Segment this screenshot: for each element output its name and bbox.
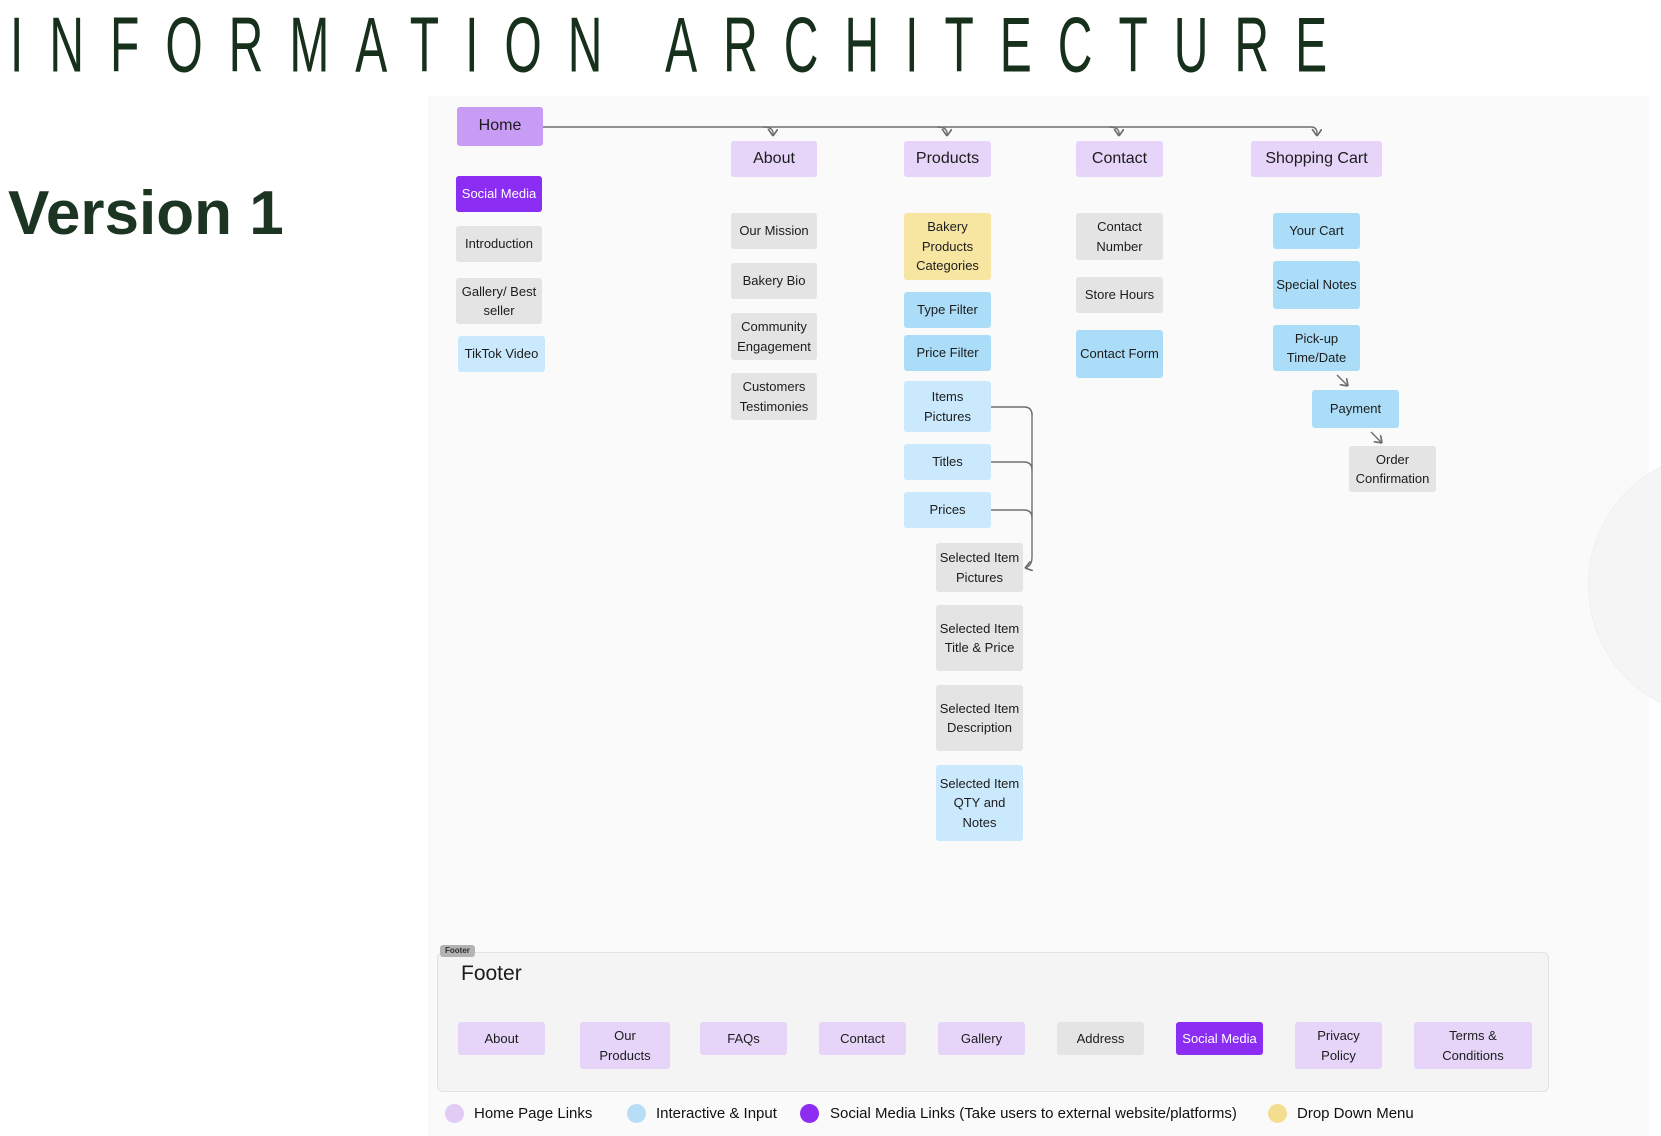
node-selected-item-pictures[interactable]: Selected Item Pictures bbox=[936, 543, 1023, 592]
footer-frame-tag[interactable]: Footer bbox=[440, 945, 475, 957]
node-contact[interactable]: Contact bbox=[1076, 141, 1163, 177]
footer-item-faqs[interactable]: FAQs bbox=[700, 1022, 787, 1055]
node-community-engagement[interactable]: Community Engagement bbox=[731, 313, 817, 360]
footer-item-address[interactable]: Address bbox=[1057, 1022, 1144, 1055]
legend-label-social-media-links: Social Media Links (Take users to extern… bbox=[830, 1105, 1237, 1122]
node-price-filter[interactable]: Price Filter bbox=[904, 335, 991, 371]
node-selected-item-qty-notes[interactable]: Selected Item QTY and Notes bbox=[936, 765, 1023, 841]
legend-dot-home-page-links bbox=[445, 1104, 464, 1123]
node-customers-testimonies[interactable]: Customers Testimonies bbox=[731, 373, 817, 420]
footer-item-our-products[interactable]: Our Products bbox=[580, 1022, 670, 1069]
node-tiktok-video[interactable]: TikTok Video bbox=[458, 336, 545, 372]
node-contact-form[interactable]: Contact Form bbox=[1076, 330, 1163, 378]
footer-item-social-media[interactable]: Social Media bbox=[1176, 1022, 1263, 1055]
footer-item-contact[interactable]: Contact bbox=[819, 1022, 906, 1055]
footer-item-gallery[interactable]: Gallery bbox=[938, 1022, 1025, 1055]
node-selected-item-title-price[interactable]: Selected Item Title & Price bbox=[936, 605, 1023, 671]
legend-dot-drop-down-menu bbox=[1268, 1104, 1287, 1123]
legend-label-home-page-links: Home Page Links bbox=[474, 1105, 593, 1122]
node-type-filter[interactable]: Type Filter bbox=[904, 292, 991, 328]
footer-item-privacy-policy[interactable]: Privacy Policy bbox=[1295, 1022, 1382, 1069]
page-title: INFORMATION ARCHITECTURE bbox=[10, 3, 1354, 90]
footer-item-about[interactable]: About bbox=[458, 1022, 545, 1055]
node-bakery-bio[interactable]: Bakery Bio bbox=[731, 263, 817, 299]
node-payment[interactable]: Payment bbox=[1312, 390, 1399, 428]
version-label: Version 1 bbox=[8, 179, 284, 248]
node-contact-number[interactable]: Contact Number bbox=[1076, 213, 1163, 260]
node-items-pictures[interactable]: Items Pictures bbox=[904, 381, 991, 432]
node-bakery-products-categories[interactable]: Bakery Products Categories bbox=[904, 213, 991, 280]
node-shopping-cart[interactable]: Shopping Cart bbox=[1251, 141, 1382, 177]
node-special-notes[interactable]: Special Notes bbox=[1273, 261, 1360, 309]
legend-dot-interactive-input bbox=[627, 1104, 646, 1123]
node-home[interactable]: Home bbox=[457, 107, 543, 146]
node-titles[interactable]: Titles bbox=[904, 444, 991, 480]
node-introduction[interactable]: Introduction bbox=[456, 226, 542, 262]
node-pickup-time-date[interactable]: Pick-up Time/Date bbox=[1273, 325, 1360, 371]
node-order-confirmation[interactable]: Order Confirmation bbox=[1349, 446, 1436, 492]
node-our-mission[interactable]: Our Mission bbox=[731, 213, 817, 249]
footer-heading: Footer bbox=[461, 962, 522, 985]
node-gallery-best-seller[interactable]: Gallery/ Best seller bbox=[456, 278, 542, 324]
legend-label-interactive-input: Interactive & Input bbox=[656, 1105, 777, 1122]
node-your-cart[interactable]: Your Cart bbox=[1273, 213, 1360, 249]
node-social-media[interactable]: Social Media bbox=[456, 176, 542, 212]
node-products[interactable]: Products bbox=[904, 141, 991, 177]
node-prices[interactable]: Prices bbox=[904, 492, 991, 528]
footer-item-terms-conditions[interactable]: Terms & Conditions bbox=[1414, 1022, 1532, 1069]
node-about[interactable]: About bbox=[731, 141, 817, 177]
node-selected-item-description[interactable]: Selected Item Description bbox=[936, 685, 1023, 751]
legend-label-drop-down-menu: Drop Down Menu bbox=[1297, 1105, 1414, 1122]
legend-dot-social-media-links bbox=[800, 1104, 819, 1123]
node-store-hours[interactable]: Store Hours bbox=[1076, 277, 1163, 313]
